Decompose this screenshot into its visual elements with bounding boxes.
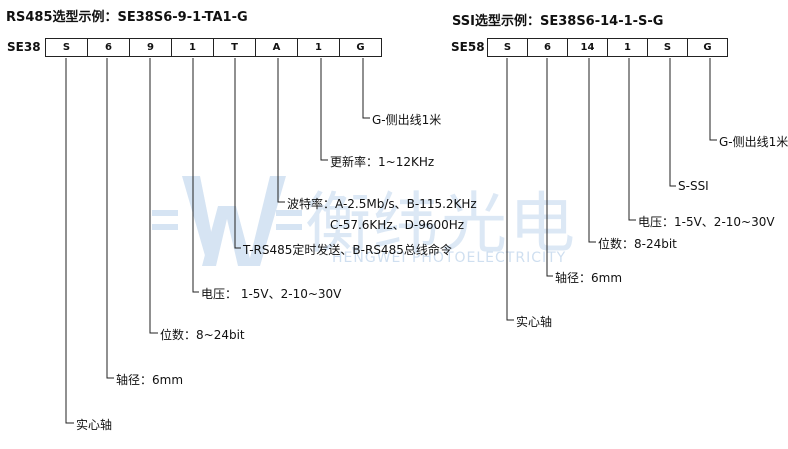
line-left-baud: [277, 58, 285, 203]
ssi-code-cell-outlet: G: [687, 38, 728, 57]
ssi-model-prefix: SE58: [451, 40, 485, 54]
ssi-g-side-label: G-侧出线1米: [719, 135, 788, 149]
ssi-code-cell-interface: S: [647, 38, 688, 57]
line-left-shaft-diameter: [106, 58, 114, 379]
rs485-update-rate-label: 更新率：1~12KHz: [330, 155, 435, 169]
line-left-voltage: [192, 58, 199, 293]
ssi-shaft-diameter-label: 轴径：6mm: [555, 271, 623, 285]
ssi-code-cell-voltage: 1: [607, 38, 648, 57]
line-right-solid-shaft: [506, 58, 514, 321]
rs485-code-cell-mode: T: [213, 38, 256, 57]
rs485-model-prefix: SE38: [7, 40, 41, 54]
watermark-brand-cn: 衡纬光电: [305, 185, 577, 262]
rs485-code-cell-rate: 1: [297, 38, 340, 57]
rs485-g-side-label: G-侧出线1米: [372, 113, 442, 127]
line-right-shaft-diameter: [546, 58, 553, 277]
rs485-code-cell-baud: A: [255, 38, 298, 57]
ssi-code-cell-diameter: 6: [527, 38, 568, 57]
line-right-voltage: [628, 58, 636, 221]
line-left-update-rate: [320, 58, 328, 161]
rs485-bits-label: 位数：8~24bit: [160, 328, 245, 342]
line-left-bits: [149, 58, 158, 334]
ssi-solid-shaft-label: 实心轴: [516, 315, 553, 329]
ssi-interface-label: S-SSI: [678, 179, 709, 193]
line-left-solid-shaft: [65, 58, 74, 424]
rs485-baud-label-line1: 波特率：A-2.5Mb/s、B-115.2KHz: [287, 197, 477, 211]
rs485-solid-shaft-label: 实心轴: [76, 418, 113, 432]
line-right-g-side: [709, 58, 717, 141]
rs485-code-cell-voltage: 1: [171, 38, 214, 57]
ssi-example-title: SSI选型示例：SE38S6-14-1-S-G: [452, 14, 664, 29]
rs485-voltage-label: 电压： 1-5V、2-10~30V: [201, 287, 342, 301]
line-left-t-rs485: [234, 58, 241, 249]
rs485-code-cell-diameter: 6: [87, 38, 130, 57]
ssi-bits-label: 位数：8-24bit: [598, 237, 677, 251]
line-left-g-side: [362, 58, 370, 119]
line-right-ssi: [669, 58, 676, 187]
watermark-logo-icon: [152, 176, 302, 266]
rs485-example-title: RS485选型示例：SE38S6-9-1-TA1-G: [6, 10, 248, 25]
rs485-t-mode-label: T-RS485定时发送、B-RS485总线命令: [243, 243, 452, 257]
ssi-voltage-label: 电压：1-5V、2-10~30V: [638, 215, 775, 229]
rs485-code-cell-outlet: G: [339, 38, 382, 57]
ssi-code-cell-shaft: S: [487, 38, 528, 57]
line-right-bits: [588, 58, 596, 243]
rs485-baud-label-line2: C-57.6KHz、D-9600Hz: [330, 218, 465, 232]
ssi-code-row: S 6 14 1 S G: [487, 38, 728, 57]
rs485-shaft-diameter-label: 轴径：6mm: [116, 373, 184, 387]
rs485-code-row: S 6 9 1 T A 1 G: [45, 38, 382, 57]
rs485-code-cell-shaft: S: [45, 38, 88, 57]
ssi-code-cell-bits: 14: [567, 38, 608, 57]
rs485-code-cell-bits: 9: [129, 38, 172, 57]
